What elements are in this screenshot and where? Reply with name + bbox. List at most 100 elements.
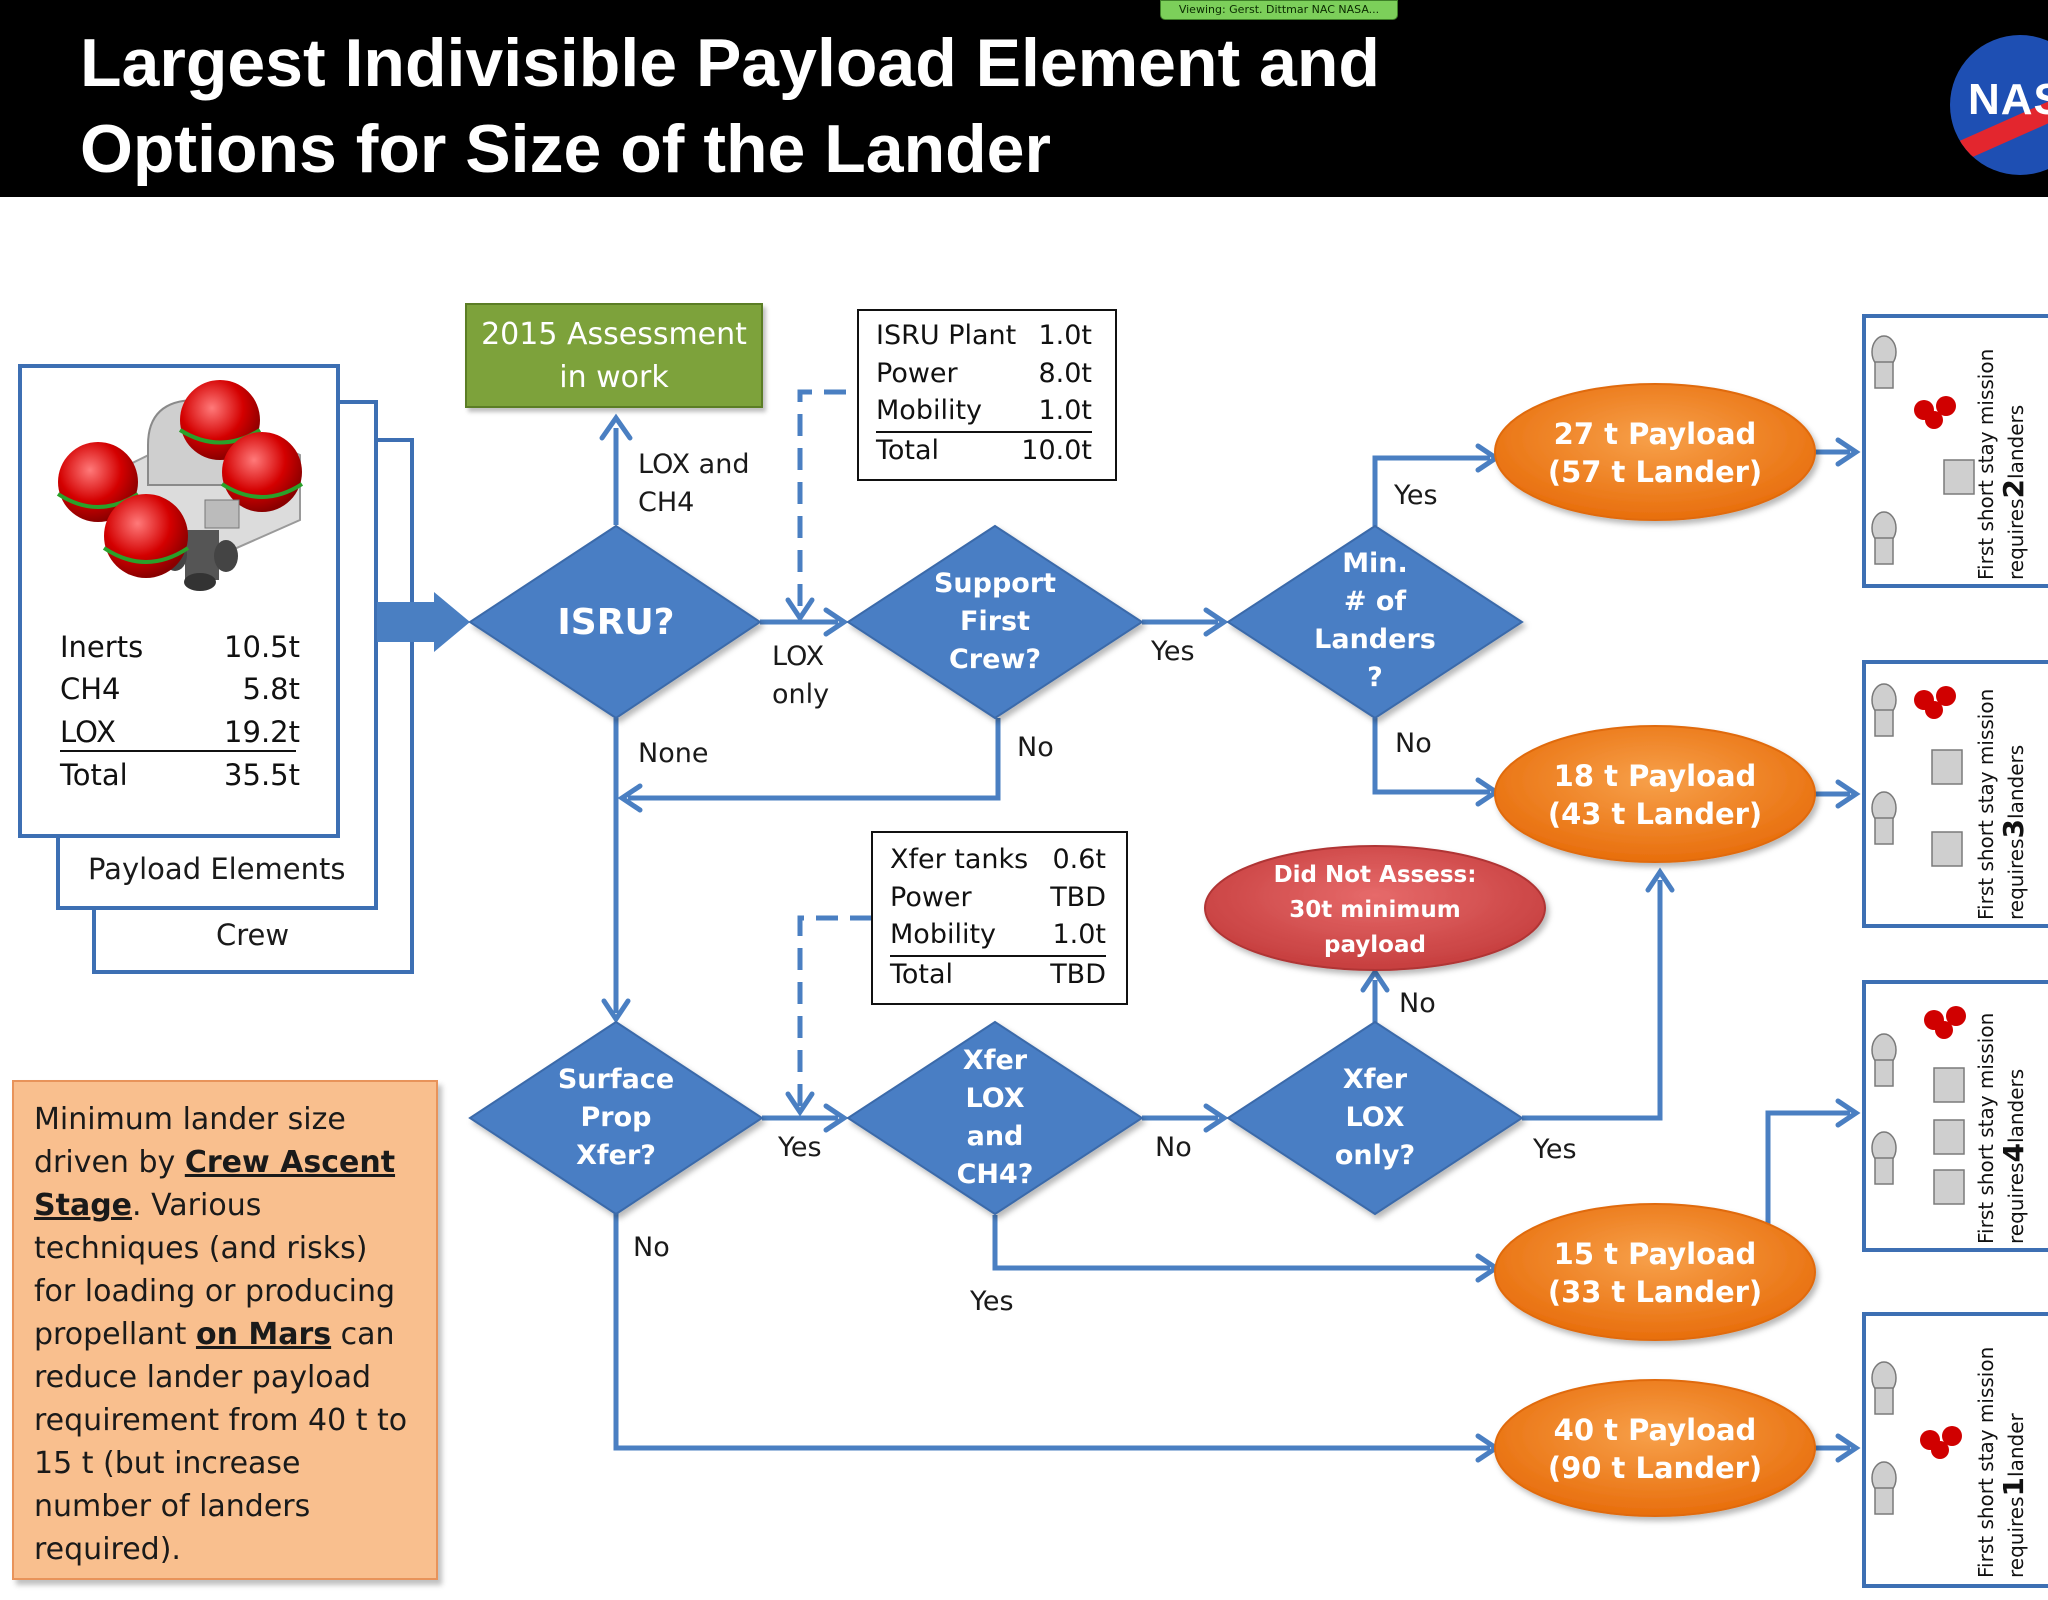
mission-prefix: requires [2004,1162,2028,1244]
payload-row-value: 19.2t [224,715,300,749]
arrowhead [1360,967,1390,993]
isru-row-label: Total [876,435,940,466]
mission-suffix: landers [2004,744,2028,819]
arrowhead [1203,1103,1229,1133]
edge-min-yes [1372,455,1490,526]
note-emphasis-crew-ascent: Crew Ascent Stage [34,1145,396,1223]
decision-xfer-lox-ch4 [846,1020,1144,1216]
edge-support-no [628,718,1001,801]
outcome-40t-text: 40 t Payload (90 t Lander) [1547,1413,1763,1485]
mission-line-1: First short stay mission [1974,688,1998,920]
xfer-row-value: TBD [1050,881,1106,913]
assessment-line-2: in work [559,360,669,395]
payload-row-value: 5.8t [242,672,301,706]
payload-row-label: CH4 [60,672,121,706]
mission-icons [1871,335,1975,1515]
edge-label-none: None [638,738,709,769]
edge-surface-no [613,1212,1490,1451]
logo-wordmark: NASA [1968,75,2048,124]
outcome-15t-text: 15 t Payload (33 t Lander) [1547,1237,1763,1309]
xfer-row-value: 1.0t [1043,918,1106,957]
arrowhead [823,1103,849,1133]
mission-suffix: lander [2004,1413,2028,1477]
arrowhead [1835,437,1861,467]
isru-row-label: Mobility [876,394,1020,433]
title-line-1: Largest Indivisible Payload Element and [80,25,1380,101]
outcome-not-assessed [1204,845,1546,971]
edge-label-lox-only-yes: Yes [1533,1134,1577,1165]
edge-label-surface-yes: Yes [778,1132,822,1163]
edge-label-surface-no: No [633,1232,670,1263]
lander-illustration [56,380,304,591]
isru-row-label: Power [876,357,958,389]
support-crew-decision-text: Support First Crew? [933,568,1057,675]
xfer-row-value: 0.6t [1052,843,1106,875]
assessment-box: 2015 Assessment in work [465,303,763,408]
crew-label: Crew [216,918,290,952]
decision-surface-prop [468,1020,764,1216]
edge-label-xfer-both-no: No [1155,1132,1192,1163]
decision-xfer-lox-only [1226,1020,1524,1216]
isru-row-value: 1.0t [1038,319,1092,351]
xfer-row-label: Total [890,959,954,990]
outcome-18t-text: 18 t Payload (43 t Lander) [1547,759,1763,831]
input-arrow [377,592,470,652]
arrowhead [599,413,633,441]
edge-min-no [1372,718,1490,795]
viewing-badge[interactable]: Viewing: Gerst. Dittmar NAC NASA... [1160,0,1398,20]
payload-elements-label: Payload Elements [88,852,346,886]
note-emphasis-on-mars: on Mars [195,1317,332,1352]
outcome-40t [1494,1379,1816,1517]
edge-label-lox-only: LOX only [772,641,830,710]
assessment-line-1: 2015 Assessment [481,317,747,352]
outcome-15t [1494,1203,1816,1341]
outcome-27t [1494,383,1816,521]
mission-count: 1 [1997,1476,2030,1497]
dashed-xfer-mass [797,915,872,1110]
mission-count: 3 [1997,818,2030,839]
outcome-27t-text: 27 t Payload (57 t Lander) [1547,417,1763,489]
mission-card-1-text: First short stay mission requires1lander [1972,1347,2030,1578]
arrowhead [1835,779,1861,809]
dashed-isru-mass [797,389,846,615]
xfer-row-label: Mobility [890,918,1044,957]
arrowhead [601,998,631,1024]
arrowhead [1203,607,1229,637]
arrowhead [617,783,643,813]
edge-label-support-yes: Yes [1151,636,1195,667]
mission-count: 2 [1997,478,2030,499]
mission-suffix: landers [2004,404,2028,479]
isru-row-value: 10.0t [1021,435,1092,466]
xfer-row-label: Power [890,881,972,913]
xfer-row-label: Xfer tanks [890,843,1029,875]
edge-label-min-yes: Yes [1394,480,1438,511]
edge-label-xfer-both-yes: Yes [970,1286,1014,1317]
nasa-logo: NASA [1950,35,2048,175]
edge-label-lox-only-no: No [1399,988,1436,1019]
xfer-lox-ch4-decision-text: Xfer LOX and CH4? [956,1045,1034,1190]
payload-row-label: LOX [60,715,116,749]
min-landers-decision-text: Min. # of Landers ? [1314,548,1436,693]
arrowhead [1645,867,1675,893]
edge-lox-only-yes [1522,880,1663,1121]
decision-min-landers [1226,524,1524,720]
surface-prop-decision-text: Surface Prop Xfer? [557,1064,675,1171]
title-line-2: Options for Size of the Lander [80,111,1051,187]
mission-card-2-text: First short stay mission requires2lander… [1972,349,2030,580]
mission-card-4-text: First short stay mission requires4lander… [1972,1013,2030,1244]
payload-row-value: 10.5t [224,630,300,664]
edge-label-min-no: No [1395,728,1432,759]
decision-support-crew [846,524,1144,720]
edge-15t-to-4 [1765,1110,1850,1232]
mission-line-1: First short stay mission [1974,1012,1998,1244]
arrowhead [1835,1433,1861,1463]
note-part-3: . Various techniques (and risks) for loa… [34,1188,396,1352]
edge-xfer-both-yes [992,1215,1490,1271]
outcome-18t [1494,725,1816,863]
payload-row-value: 35.5t [224,758,300,792]
note-text: Minimum lander size driven by Crew Ascen… [14,1082,436,1571]
mission-card-4 [1862,980,2048,1252]
arrowhead [785,597,815,623]
